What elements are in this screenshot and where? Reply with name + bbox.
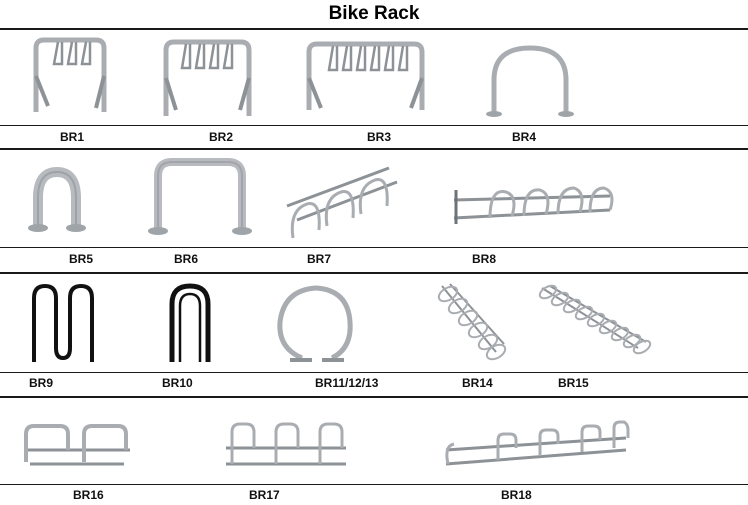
product-label-br17: BR17 [249, 488, 280, 502]
bike-rack-black-u-icon[interactable] [166, 282, 214, 364]
bike-rack-three-hoop-icon[interactable] [283, 160, 401, 242]
product-label-br4: BR4 [512, 130, 537, 144]
product-label-br3: BR3 [367, 130, 392, 144]
bike-rack-two-bay-icon[interactable] [20, 420, 134, 468]
row-4-divider [0, 484, 748, 485]
bike-rack-inverted-u-icon[interactable] [20, 164, 94, 234]
bike-rack-four-bay-icon[interactable] [442, 420, 630, 468]
product-label-br7: BR7 [307, 252, 332, 266]
product-label-br16: BR16 [73, 488, 104, 502]
product-label-br18: BR18 [501, 488, 532, 502]
product-label-br6: BR6 [174, 252, 199, 266]
bike-rack-long-spiral-icon[interactable] [538, 284, 652, 356]
bike-rack-five-hoop-icon[interactable] [450, 186, 616, 228]
bike-rack-six-loop-icon[interactable] [303, 40, 428, 116]
product-label-br10: BR10 [162, 376, 193, 390]
product-label-br15: BR15 [558, 376, 589, 390]
bike-rack-arch-icon[interactable] [484, 44, 576, 118]
product-label-br14: BR14 [462, 376, 493, 390]
row-2-divider [0, 247, 748, 248]
bike-rack-ring-icon[interactable] [272, 282, 356, 366]
band-divider-2 [0, 272, 748, 274]
product-label-br9: BR9 [29, 376, 54, 390]
band-divider-top [0, 28, 748, 30]
band-divider-1 [0, 148, 748, 150]
bike-rack-wave-icon[interactable] [28, 282, 98, 364]
band-divider-3 [0, 396, 748, 398]
product-label-br11: BR11/12/13 [315, 376, 379, 390]
row-1-divider [0, 125, 748, 126]
bike-rack-spiral-icon[interactable] [434, 282, 508, 364]
product-label-br1: BR1 [60, 130, 85, 144]
bike-rack-four-loop-icon[interactable] [160, 38, 255, 120]
row-3-divider [0, 372, 748, 373]
product-label-br5: BR5 [69, 252, 94, 266]
bike-rack-square-u-icon[interactable] [146, 156, 254, 238]
page-title: Bike Rack [328, 3, 420, 24]
bike-rack-three-loop-icon[interactable] [30, 36, 110, 118]
bike-rack-three-bay-icon[interactable] [222, 418, 350, 472]
product-label-br2: BR2 [209, 130, 234, 144]
product-label-br8: BR8 [472, 252, 497, 266]
